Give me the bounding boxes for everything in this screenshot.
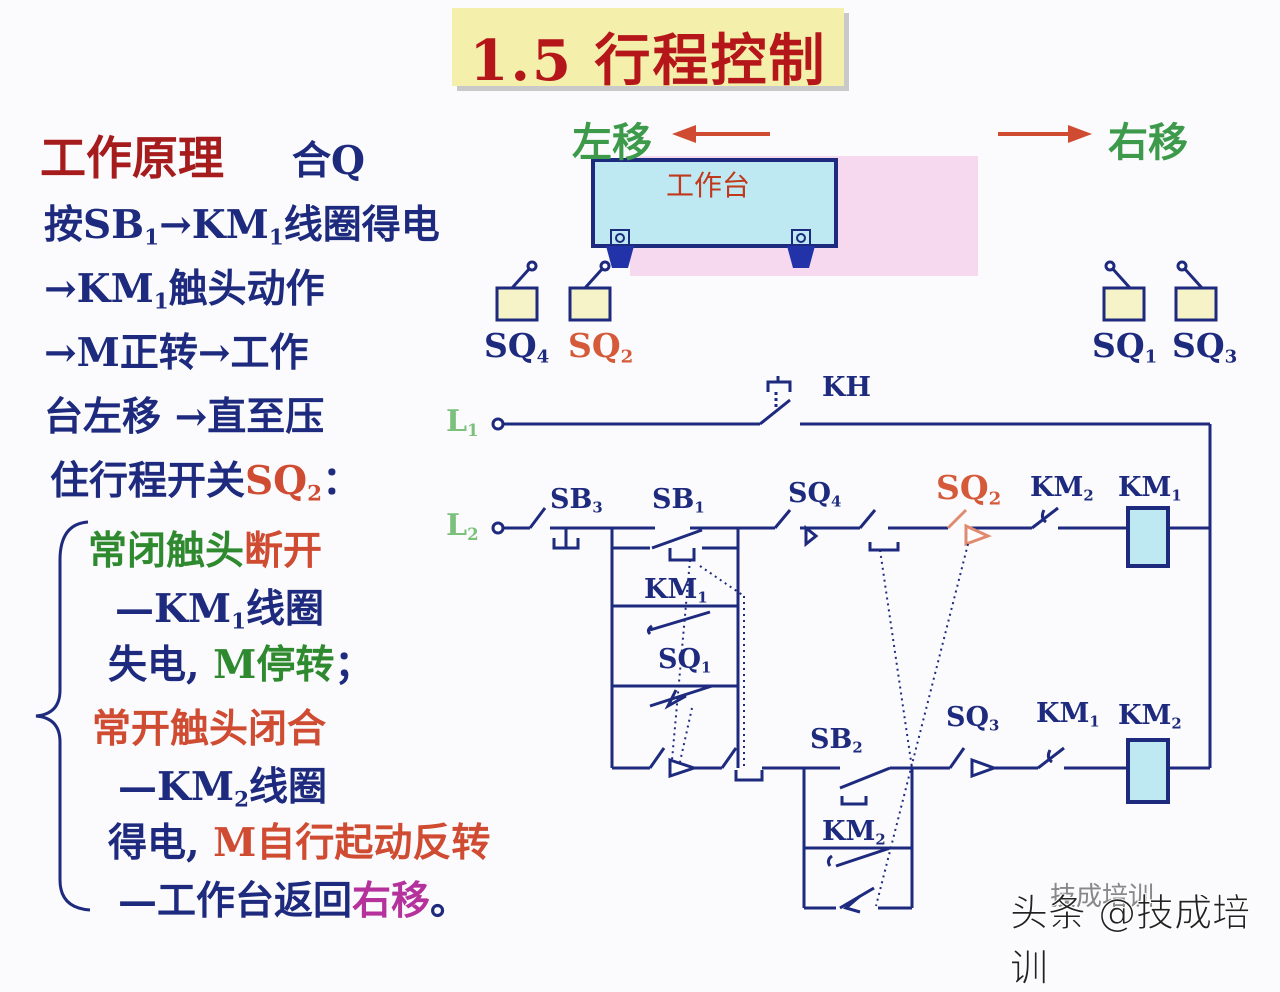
sq1-contact-label: SQ1: [658, 644, 712, 677]
sq4-label: SQ4: [484, 326, 550, 368]
no-contact-heading: 常开触头闭合: [92, 706, 327, 752]
sq3-contact-label: SQ3: [946, 702, 1000, 735]
circuit-wires: [491, 376, 1212, 914]
principle-line-4: 台左移 →直至压: [44, 394, 325, 440]
right-move-label: 右移: [1108, 119, 1188, 166]
no-line-1: —KM2线圈: [118, 764, 328, 813]
km2-selfhold-label: KM2: [822, 816, 886, 849]
principle-line-5: 住行程开关SQ2：: [50, 458, 362, 507]
title-box: 1.5 行程控制: [452, 8, 844, 94]
km2-coil-label: KM2: [1118, 700, 1182, 733]
bench-wheel-right: [787, 229, 815, 268]
sb2-label: SB2: [810, 724, 863, 757]
linkage-dotted: [671, 543, 969, 907]
limit-switch-sq4: [495, 260, 539, 322]
nc-contact-heading: 常闭触头断开: [88, 528, 323, 574]
bench-wheel-left: [606, 229, 634, 268]
diagram-canvas: [35, 125, 1218, 914]
km1-coil-label: KM1: [1118, 472, 1182, 505]
limit-switch-sq1: [1102, 260, 1146, 322]
principle-line-1: 按SB1→KM1线圈得电: [44, 202, 440, 251]
bench-label: 工作台: [666, 169, 751, 202]
right-arrow: [998, 125, 1092, 143]
sb3-label: SB3: [550, 484, 603, 517]
sq2-contact-label: SQ2: [936, 468, 1002, 510]
sb1-label: SB1: [652, 484, 705, 517]
l1-label: L1: [446, 404, 479, 440]
principle-line-3: →M正转→工作: [44, 330, 309, 376]
l2-label: L2: [446, 508, 479, 544]
km1-interlock-label: KM1: [1036, 698, 1100, 731]
nc-line-1: —KM1线圈: [115, 586, 325, 635]
principle-heading: 工作原理: [40, 131, 224, 185]
km2-contact-label: KM2: [1030, 472, 1094, 505]
brace: [35, 520, 91, 912]
no-line-3: —工作台返回右移。: [118, 878, 470, 924]
sq4-contact-label: SQ4: [788, 478, 842, 511]
left-move-label: 左移: [572, 119, 652, 166]
work-bench: [591, 158, 838, 248]
page-title: 1.5 行程控制: [469, 28, 827, 94]
sq2-label: SQ2: [568, 326, 634, 368]
close-q-text: 合Q: [292, 138, 365, 184]
limit-switch-sq3: [1174, 260, 1218, 322]
principle-line-2: →KM1触头动作: [44, 266, 325, 315]
km1-selfhold-label: KM1: [644, 574, 708, 607]
sq1-label: SQ1: [1092, 326, 1158, 368]
nc-line-2: 失电, M停转；: [108, 642, 374, 688]
sq3-label: SQ3: [1172, 326, 1238, 368]
left-arrow: [672, 125, 770, 143]
limit-switch-sq2: [568, 260, 612, 322]
no-line-2: 得电, M自行起动反转: [108, 820, 491, 866]
watermark-faint: 技成培训: [1050, 882, 1155, 912]
watermark: 头条 @技成培训: [1010, 891, 1251, 991]
kh-label: KH: [822, 372, 871, 403]
